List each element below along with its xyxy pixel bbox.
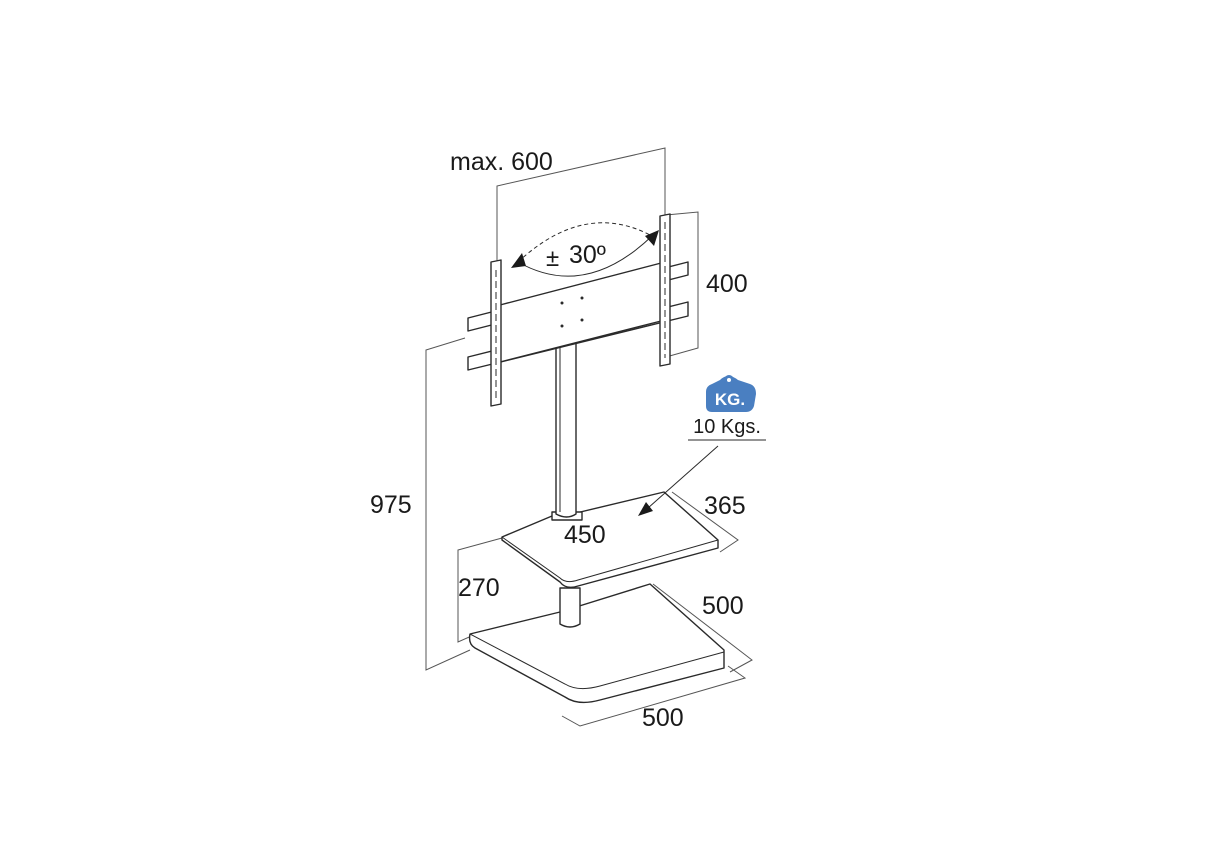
dimension-lines: [425, 147, 753, 727]
dimension-labels: max. 600 ± 30º 400 975 365 450 270 500 5…: [370, 148, 748, 732]
vesa-mount: [467, 213, 689, 407]
base-depth-label: 500: [702, 592, 744, 620]
total-height-label: 975: [370, 491, 412, 519]
kg-icon-text: KG.: [715, 390, 745, 409]
mount-screw-holes: [560, 296, 584, 328]
max-vesa-width-label: max. 600: [450, 148, 553, 176]
tilt-angle-label: 30º: [569, 241, 606, 269]
shelf-width-label: 450: [564, 521, 606, 549]
weight-limit-label: 10 Kgs.: [693, 416, 761, 438]
column-lower: [559, 587, 581, 628]
main-column: [555, 334, 577, 518]
weight-pointer: [638, 445, 719, 516]
shelf-height-label: 270: [458, 574, 500, 602]
vesa-height-label: 400: [706, 270, 748, 298]
tilt-symbol-label: ±: [546, 245, 559, 272]
glass-shelf: [501, 491, 719, 589]
base-plate: [468, 583, 725, 704]
base-width-label: 500: [642, 704, 684, 732]
tilt-arrows: [511, 222, 659, 277]
kg-weight-icon: [706, 376, 756, 412]
shelf-depth-label: 365: [704, 492, 746, 520]
weight-badge: KG. 10 Kgs.: [688, 375, 766, 441]
